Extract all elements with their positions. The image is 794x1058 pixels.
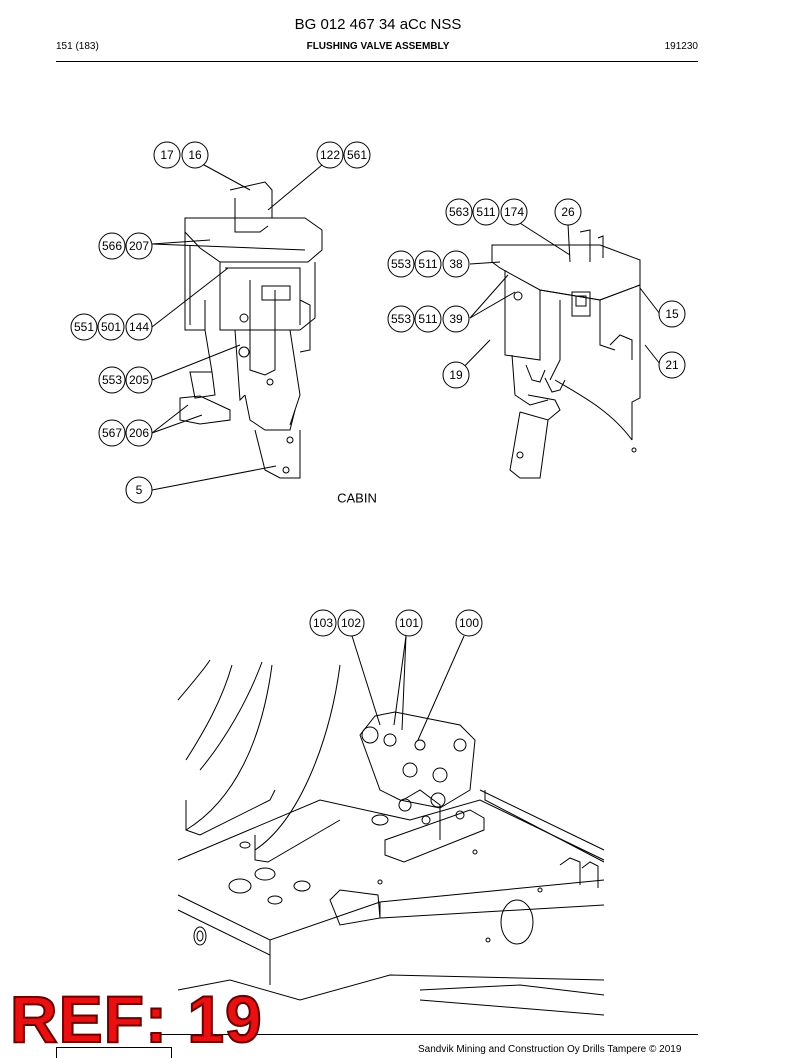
callout-122: 122 [320,148,340,162]
callout-553: 553 [391,257,411,271]
callout-207: 207 [129,239,149,253]
footer-copyright: Sandvik Mining and Construction Oy Drill… [418,1044,682,1055]
callout-102: 102 [341,616,361,630]
callout-15: 15 [665,307,679,321]
section-title: FLUSHING VALVE ASSEMBLY [306,41,450,52]
document-code: 191230 [664,41,698,52]
callout-21: 21 [665,358,679,372]
callout-511: 511 [476,205,495,219]
callout-205: 205 [129,373,149,387]
callout-553: 553 [391,312,411,326]
callout-5: 5 [136,483,143,497]
callout-39: 39 [449,312,463,326]
callout-501: 501 [101,320,121,334]
callout-563: 563 [449,205,469,219]
header-divider [56,61,698,62]
callout-553: 553 [102,373,122,387]
callout-26: 26 [561,205,575,219]
callout-19: 19 [449,368,463,382]
cabin-left-assembly [179,181,323,479]
footer-divider [150,1034,698,1035]
callout-38: 38 [449,257,463,271]
callout-567: 567 [102,426,122,440]
callout-101: 101 [399,616,419,630]
document-title: BG 012 467 34 aCc NSS [294,16,462,33]
callout-144: 144 [129,320,149,334]
callout-511: 511 [418,257,437,271]
frame-valve-assembly [177,659,605,1016]
cabin-right-assembly [491,229,641,479]
callout-16: 16 [188,148,202,162]
callout-566: 566 [102,239,122,253]
callout-206: 206 [129,426,149,440]
page-number: 151 (183) [56,41,99,52]
callout-511: 511 [418,312,437,326]
callout-551: 551 [74,320,94,334]
figure-caption-cabin: CABIN [337,491,377,506]
callout-174: 174 [504,205,524,219]
callout-103: 103 [313,616,333,630]
ref-stamp: REF: 19 [9,982,263,1056]
callout-17: 17 [160,148,174,162]
callout-100: 100 [459,616,479,630]
callout-561: 561 [347,148,367,162]
